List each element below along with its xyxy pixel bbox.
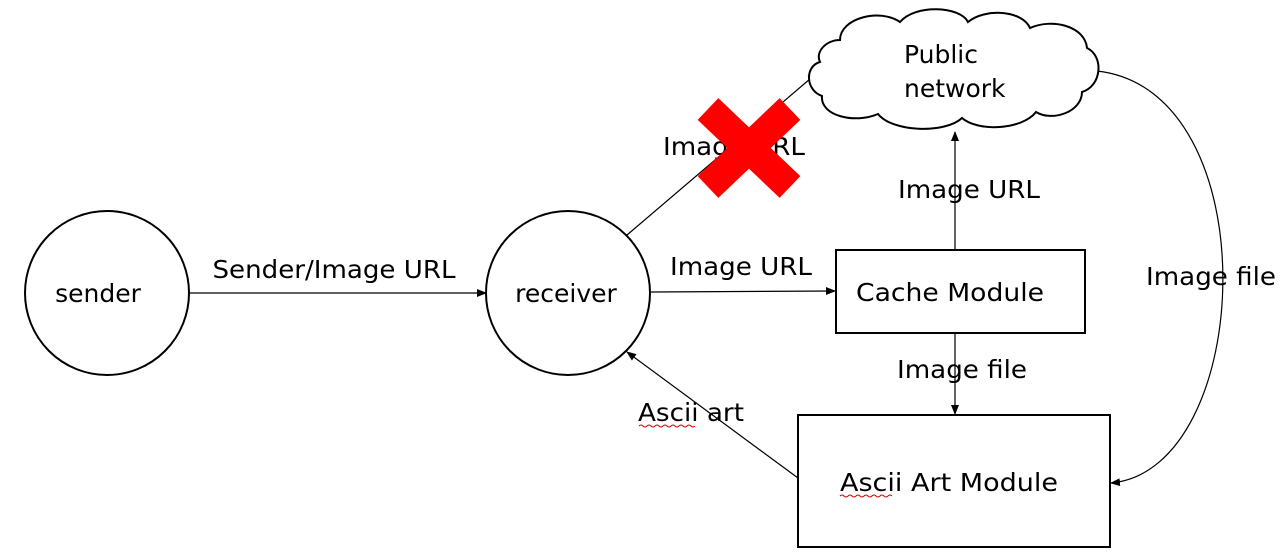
edge-label-sender-to-receiver: Sender/Image URL: [213, 255, 456, 284]
ascii-art-module-label: Ascii Art Module: [840, 468, 1058, 497]
receiver-node: [485, 210, 651, 376]
edge-network-to-ascii: [1096, 70, 1224, 487]
sender-node: [24, 210, 190, 376]
spellcheck-underline-ascii-art-label: [638, 424, 696, 428]
public-network-cloud: [808, 8, 1100, 130]
edge-label-cache-to-ascii: Image file: [897, 355, 1027, 384]
spellcheck-underline-ascii-art-module: [839, 494, 893, 498]
sender-label: sender: [55, 279, 142, 308]
red-x-icon: [697, 98, 801, 198]
cache-module-box: [835, 249, 1086, 334]
edge-label-ascii-to-receiver: Ascii art: [638, 398, 744, 427]
edge-receiver-to-cache: [650, 287, 836, 296]
edge-label-network-to-ascii: Image file: [1146, 262, 1276, 291]
public-network-label-line2: network: [904, 74, 1006, 103]
edge-label-receiver-to-cache: Image URL: [670, 252, 812, 281]
receiver-label: receiver: [515, 279, 617, 308]
edge-label-cache-to-network: Image URL: [898, 175, 1040, 204]
public-network-label-line1: Public: [904, 40, 978, 69]
ascii-art-module-box: [797, 414, 1111, 548]
cache-module-label: Cache Module: [856, 278, 1044, 307]
edge-ascii-to-receiver: [626, 351, 799, 479]
